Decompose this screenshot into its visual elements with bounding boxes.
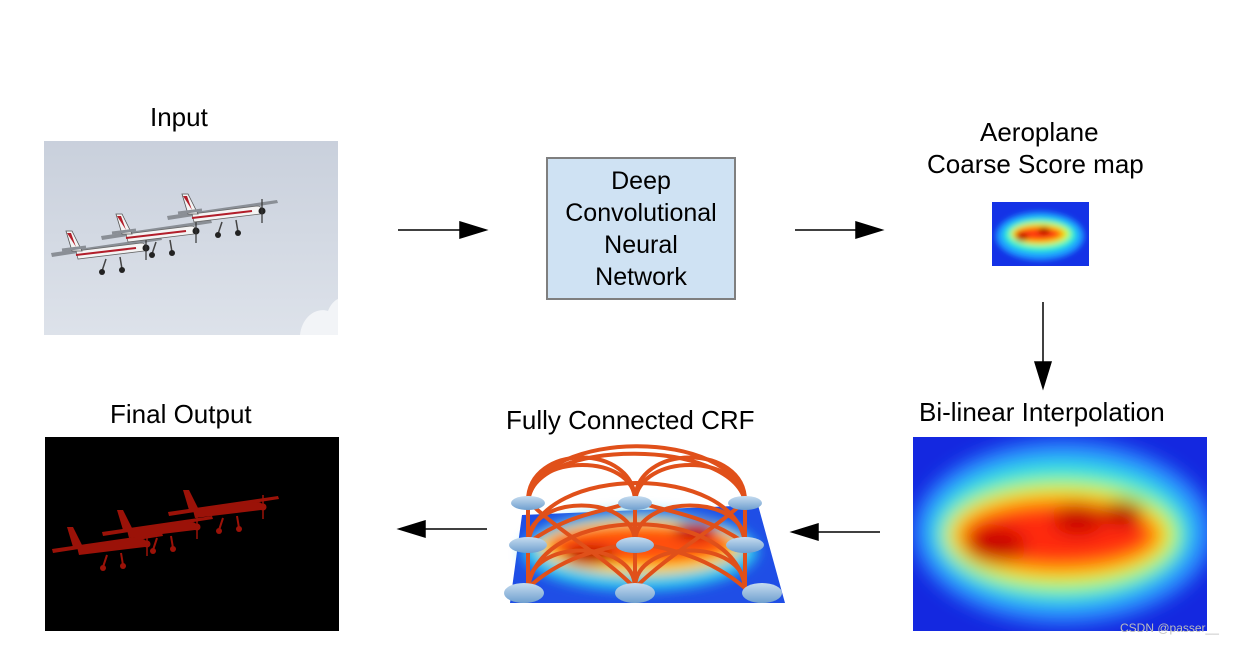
crf-node bbox=[728, 496, 762, 510]
final-label: Final Output bbox=[110, 399, 252, 429]
coarse-label-line2: Coarse Score map bbox=[927, 149, 1144, 179]
arrowhead-3 bbox=[1033, 361, 1053, 391]
crf-node bbox=[726, 537, 764, 553]
coarse-score-map bbox=[992, 202, 1089, 266]
crf-label: Fully Connected CRF bbox=[506, 405, 755, 435]
crf-node bbox=[616, 537, 654, 553]
dcnn-line-3: Neural bbox=[604, 230, 678, 259]
dcnn-line-4: Network bbox=[595, 262, 687, 291]
dcnn-line-2: Convolutional bbox=[565, 198, 717, 227]
watermark: CSDN @passer__ bbox=[1120, 621, 1219, 635]
input-label: Input bbox=[150, 102, 208, 132]
crf-node bbox=[511, 496, 545, 510]
crf-node bbox=[504, 583, 544, 603]
dcnn-line-1: Deep bbox=[611, 166, 671, 195]
arrowhead-5 bbox=[396, 519, 426, 539]
sky-background bbox=[44, 141, 338, 335]
crf-graph bbox=[504, 444, 785, 603]
bilinear-heatmap bbox=[913, 437, 1207, 631]
crf-node bbox=[618, 496, 652, 510]
final-output-image bbox=[45, 437, 339, 631]
arrowhead-2 bbox=[855, 220, 885, 240]
cloud-shape bbox=[300, 299, 338, 335]
crf-node bbox=[509, 537, 547, 553]
crf-nodes bbox=[504, 496, 782, 603]
dcnn-box: Deep Convolutional Neural Network bbox=[546, 157, 736, 300]
input-image bbox=[44, 141, 338, 335]
bilinear-label: Bi-linear Interpolation bbox=[919, 397, 1165, 427]
crf-node bbox=[742, 583, 782, 603]
arrowhead-1 bbox=[459, 220, 489, 240]
coarse-label-line1: Aeroplane bbox=[980, 117, 1099, 147]
arrowhead-4 bbox=[789, 522, 819, 542]
crf-edges bbox=[526, 444, 747, 590]
crf-node bbox=[615, 583, 655, 603]
